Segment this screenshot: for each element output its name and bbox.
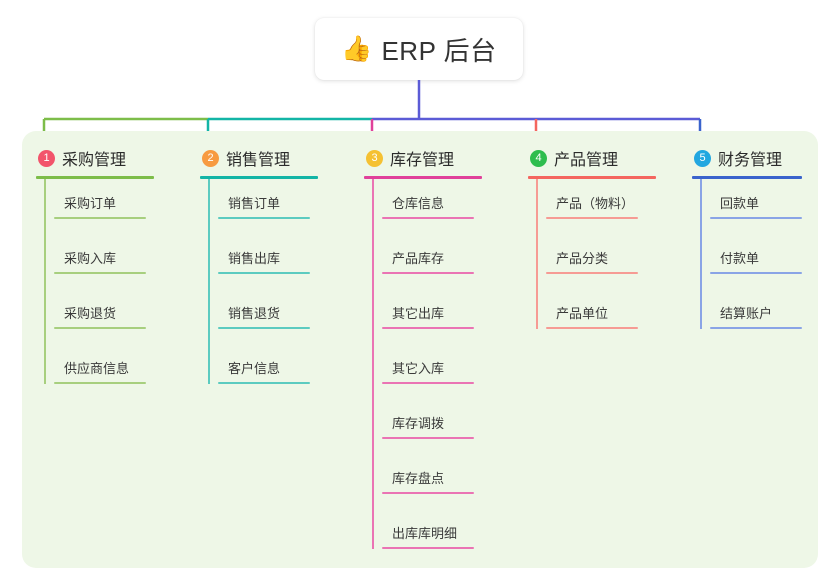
- branch-item-rule: [218, 382, 310, 384]
- branch-item-label: 付款单: [720, 251, 760, 266]
- branch-item-rule: [382, 272, 474, 274]
- branch-column-5: 5 财务管理回款单付款单结算账户: [692, 145, 802, 329]
- branch-item-rule: [710, 217, 802, 219]
- branch-item[interactable]: 库存盘点: [382, 470, 474, 494]
- branch-item-label: 回款单: [720, 196, 760, 211]
- branch-number-badge: 5: [694, 149, 711, 167]
- branch-item-label: 产品分类: [556, 251, 609, 266]
- branch-item[interactable]: 客户信息: [218, 360, 310, 384]
- branch-column-2: 2 销售管理销售订单销售出库销售退货客户信息: [200, 145, 318, 384]
- branch-item-label: 客户信息: [228, 361, 281, 376]
- branch-item-label: 销售订单: [228, 196, 281, 211]
- branch-column-1: 1 采购管理采购订单采购入库采购退货供应商信息: [36, 145, 154, 384]
- branch-header-3[interactable]: 3 库存管理: [364, 145, 482, 171]
- branch-item[interactable]: 采购退货: [54, 305, 146, 329]
- branch-number-badge: 2: [202, 149, 219, 167]
- branch-item-rule: [546, 327, 638, 329]
- branch-item-rule: [54, 272, 146, 274]
- branch-header-rule: [364, 176, 482, 179]
- branch-item-label: 采购入库: [64, 251, 117, 266]
- branch-item-rule: [382, 217, 474, 219]
- branch-item[interactable]: 结算账户: [710, 305, 802, 329]
- branch-item[interactable]: 付款单: [710, 250, 802, 274]
- branch-item-rule: [382, 547, 474, 549]
- branch-item-label: 结算账户: [720, 306, 773, 321]
- branch-item-label: 其它入库: [392, 361, 445, 376]
- branch-item[interactable]: 供应商信息: [54, 360, 146, 384]
- branch-item-label: 产品（物料）: [556, 196, 635, 211]
- branch-item-rule: [710, 272, 802, 274]
- branch-spine: [536, 179, 538, 329]
- branch-item[interactable]: 产品库存: [382, 250, 474, 274]
- branch-header-2[interactable]: 2 销售管理: [200, 145, 318, 171]
- branch-header-rule: [692, 176, 802, 179]
- branch-title: 库存管理: [390, 152, 455, 169]
- branch-item-label: 销售出库: [228, 251, 281, 266]
- page-title: ERP 后台: [381, 35, 497, 66]
- branch-item[interactable]: 销售订单: [218, 195, 310, 219]
- branch-item[interactable]: 仓库信息: [382, 195, 474, 219]
- branch-header-4[interactable]: 4 产品管理: [528, 145, 656, 171]
- branch-item-rule: [382, 327, 474, 329]
- branch-item[interactable]: 产品单位: [546, 305, 638, 329]
- branch-header-1[interactable]: 1 采购管理: [36, 145, 154, 171]
- branch-item[interactable]: 销售出库: [218, 250, 310, 274]
- branch-item[interactable]: 产品（物料）: [546, 195, 638, 219]
- branch-item-label: 采购退货: [64, 306, 117, 321]
- branch-item[interactable]: 产品分类: [546, 250, 638, 274]
- branch-number-badge: 1: [38, 149, 55, 167]
- branch-spine: [44, 179, 46, 384]
- branch-title: 产品管理: [554, 152, 619, 169]
- branch-item-rule: [382, 437, 474, 439]
- branch-header-5[interactable]: 5 财务管理: [692, 145, 802, 171]
- branch-item-rule: [710, 327, 802, 329]
- branch-item-label: 出库库明细: [392, 526, 458, 541]
- branch-item[interactable]: 其它出库: [382, 305, 474, 329]
- branch-title: 采购管理: [62, 152, 127, 169]
- branch-item[interactable]: 其它入库: [382, 360, 474, 384]
- branch-spine: [372, 179, 374, 549]
- thumbs-up-emoji: 👍: [341, 34, 373, 63]
- branch-item[interactable]: 出库库明细: [382, 525, 474, 549]
- branch-item[interactable]: 库存调拨: [382, 415, 474, 439]
- branch-item[interactable]: 回款单: [710, 195, 802, 219]
- branch-item-rule: [546, 217, 638, 219]
- branch-header-rule: [36, 176, 154, 179]
- branch-spine: [700, 179, 702, 329]
- branch-number-badge: 4: [530, 149, 547, 167]
- branch-item-label: 采购订单: [64, 196, 117, 211]
- branch-item-label: 其它出库: [392, 306, 445, 321]
- branch-column-4: 4 产品管理产品（物料） 产品分类产品单位: [528, 145, 656, 329]
- branch-title: 销售管理: [226, 152, 291, 169]
- branch-item[interactable]: 采购订单: [54, 195, 146, 219]
- branch-item-label: 供应商信息: [64, 361, 130, 376]
- root-node-erp-backend[interactable]: 👍 ERP 后台: [315, 18, 523, 80]
- branch-item-label: 库存调拨: [392, 416, 445, 431]
- branch-title: 财务管理: [718, 152, 783, 169]
- branch-item-label: 销售退货: [228, 306, 281, 321]
- branch-column-3: 3 库存管理仓库信息产品库存其它出库其它入库库存调拨库存盘点出库库明细: [364, 145, 482, 549]
- branch-item-label: 仓库信息: [392, 196, 445, 211]
- branches-panel: 1 采购管理采购订单采购入库采购退货供应商信息 2 销售管理销售订单销售出库销售退货客…: [22, 131, 818, 568]
- branch-item-rule: [54, 327, 146, 329]
- branch-item-rule: [54, 382, 146, 384]
- branch-item-rule: [218, 327, 310, 329]
- branch-item-label: 产品库存: [392, 251, 445, 266]
- branch-header-rule: [528, 176, 656, 179]
- branch-item-rule: [382, 492, 474, 494]
- branch-item-label: 产品单位: [556, 306, 609, 321]
- branch-item-rule: [546, 272, 638, 274]
- branch-item[interactable]: 销售退货: [218, 305, 310, 329]
- branch-item-rule: [218, 217, 310, 219]
- branch-spine: [208, 179, 210, 384]
- branch-item-rule: [218, 272, 310, 274]
- branch-number-badge: 3: [366, 149, 383, 167]
- branch-item[interactable]: 采购入库: [54, 250, 146, 274]
- branch-item-rule: [382, 382, 474, 384]
- branch-item-rule: [54, 217, 146, 219]
- branch-item-label: 库存盘点: [392, 471, 445, 486]
- branch-header-rule: [200, 176, 318, 179]
